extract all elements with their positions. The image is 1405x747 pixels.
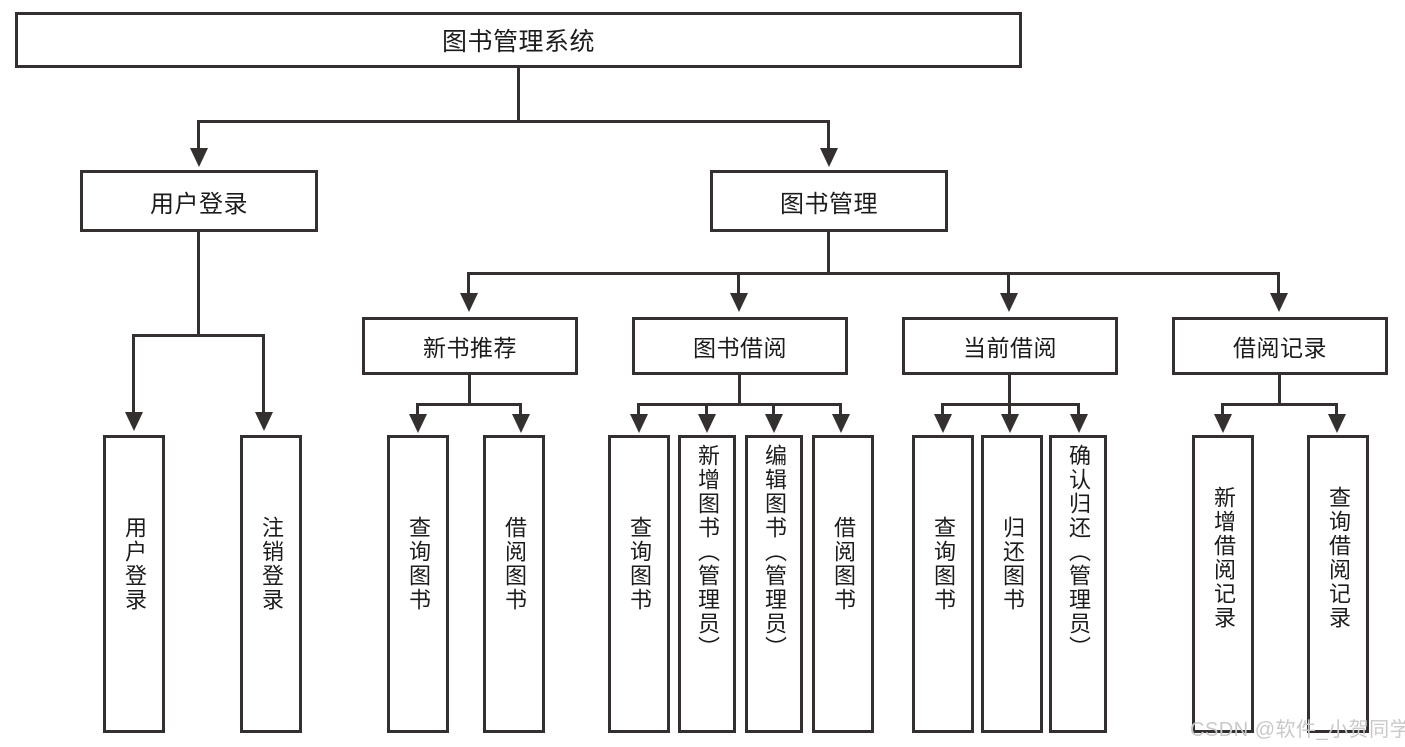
connector-bb-stem (738, 375, 741, 405)
arrow-bb-leaf-4 (832, 414, 850, 433)
connector-user-login-bus (132, 334, 265, 337)
node-label: 新书推荐 (423, 335, 517, 361)
leaf-label: 确认归还（管理员） (1065, 444, 1091, 660)
connector-root-stem (517, 68, 520, 122)
connector-root-to-book-manage (827, 120, 830, 150)
arrow-to-leaf-user-login (125, 412, 143, 431)
connector-root-bus (197, 120, 830, 123)
node-user-login[interactable]: 用户登录 (80, 170, 318, 232)
connector-cb-to-leaf-1 (941, 403, 944, 416)
arrow-bb-leaf-1 (630, 414, 648, 433)
connector-nbr-to-leaf-2 (519, 403, 522, 416)
node-book-manage[interactable]: 图书管理 (710, 170, 948, 232)
connector-bm-to-new-book (467, 272, 470, 295)
leaf-label: 注销登录 (258, 516, 284, 612)
arrow-nbr-leaf-2 (512, 414, 530, 433)
node-label: 当前借阅 (963, 335, 1057, 361)
leaf-confirm-return-admin[interactable]: 确认归还（管理员） (1049, 435, 1107, 733)
leaf-label: 新增图书（管理员） (694, 444, 720, 660)
leaf-query-borrow-record[interactable]: 查询借阅记录 (1307, 435, 1369, 733)
leaf-label: 编辑图书（管理员） (761, 444, 787, 660)
arrow-bb-leaf-3 (765, 414, 783, 433)
node-new-book-recommend[interactable]: 新书推荐 (362, 317, 578, 375)
leaf-edit-book-admin[interactable]: 编辑图书（管理员） (745, 435, 803, 733)
arrow-to-book-borrow (730, 293, 748, 312)
leaf-label: 借阅图书 (830, 516, 856, 612)
leaf-user-login[interactable]: 用户登录 (103, 435, 165, 733)
connector-br-to-leaf-1 (1221, 403, 1224, 416)
connector-nbr-bus (416, 403, 522, 406)
node-root-system[interactable]: 图书管理系统 (15, 12, 1022, 68)
leaf-label: 查询图书 (930, 516, 956, 612)
connector-bm-to-book-borrow (737, 272, 740, 295)
leaf-label: 归还图书 (999, 516, 1025, 612)
node-label: 图书管理 (780, 190, 878, 218)
connector-bb-to-leaf-3 (772, 403, 775, 416)
connector-cb-stem (1008, 375, 1011, 405)
arrow-to-new-book-recommend (460, 293, 478, 312)
node-label: 用户登录 (150, 190, 248, 218)
arrow-cb-leaf-3 (1070, 414, 1088, 433)
connector-bb-to-leaf-1 (637, 403, 640, 416)
arrow-to-book-manage (820, 148, 838, 167)
leaf-label: 查询图书 (626, 516, 652, 612)
connector-user-login-stem (197, 232, 200, 336)
csdn-watermark: CSDN @软件_小贺同学 (1190, 719, 1405, 741)
connector-cb-to-leaf-3 (1077, 403, 1080, 416)
leaf-add-book-admin[interactable]: 新增图书（管理员） (678, 435, 736, 733)
arrow-bb-leaf-2 (698, 414, 716, 433)
arrow-to-current-borrow (1000, 293, 1018, 312)
connector-book-manage-bus (467, 272, 1280, 275)
connector-bb-bus (637, 403, 842, 406)
leaf-label: 查询借阅记录 (1325, 486, 1351, 630)
node-label: 借阅记录 (1233, 335, 1327, 361)
leaf-label: 新增借阅记录 (1210, 486, 1236, 630)
node-current-borrow[interactable]: 当前借阅 (902, 317, 1118, 375)
connector-bm-to-borrow-record (1277, 272, 1280, 295)
connector-br-bus (1221, 403, 1338, 406)
arrow-to-leaf-logout (255, 412, 273, 431)
leaf-label: 用户登录 (121, 516, 147, 612)
arrow-to-borrow-record (1270, 293, 1288, 312)
leaf-label: 借阅图书 (501, 516, 527, 612)
connector-br-to-leaf-2 (1335, 403, 1338, 416)
connector-br-stem (1278, 375, 1281, 405)
arrow-br-leaf-2 (1328, 414, 1346, 433)
connector-root-to-user-login (197, 120, 200, 150)
leaf-borrow-book[interactable]: 借阅图书 (812, 435, 874, 733)
arrow-br-leaf-1 (1214, 414, 1232, 433)
leaf-query-book-borrow[interactable]: 查询图书 (608, 435, 670, 733)
connector-user-login-to-leaf-1 (132, 334, 135, 414)
leaf-query-book-recommend[interactable]: 查询图书 (387, 435, 449, 733)
connector-bm-to-current-borrow (1007, 272, 1010, 295)
connector-user-login-to-leaf-2 (262, 334, 265, 414)
node-borrow-record[interactable]: 借阅记录 (1172, 317, 1388, 375)
leaf-label: 查询图书 (405, 516, 431, 612)
arrow-cb-leaf-1 (934, 414, 952, 433)
connector-book-manage-stem (827, 232, 830, 274)
arrow-cb-leaf-2 (1001, 414, 1019, 433)
node-label: 图书借阅 (693, 335, 787, 361)
connector-cb-to-leaf-2 (1008, 403, 1011, 416)
leaf-add-borrow-record[interactable]: 新增借阅记录 (1192, 435, 1254, 733)
connector-nbr-to-leaf-1 (416, 403, 419, 416)
connector-bb-to-leaf-2 (705, 403, 708, 416)
node-label: 图书管理系统 (441, 28, 595, 56)
leaf-borrow-book-recommend[interactable]: 借阅图书 (483, 435, 545, 733)
leaf-query-book-current[interactable]: 查询图书 (912, 435, 974, 733)
leaf-return-book[interactable]: 归还图书 (981, 435, 1043, 733)
connector-bb-to-leaf-4 (839, 403, 842, 416)
leaf-logout[interactable]: 注销登录 (240, 435, 302, 733)
connector-nbr-stem (468, 375, 471, 405)
arrow-to-user-login (190, 148, 208, 167)
node-book-borrow[interactable]: 图书借阅 (632, 317, 848, 375)
arrow-nbr-leaf-1 (409, 414, 427, 433)
